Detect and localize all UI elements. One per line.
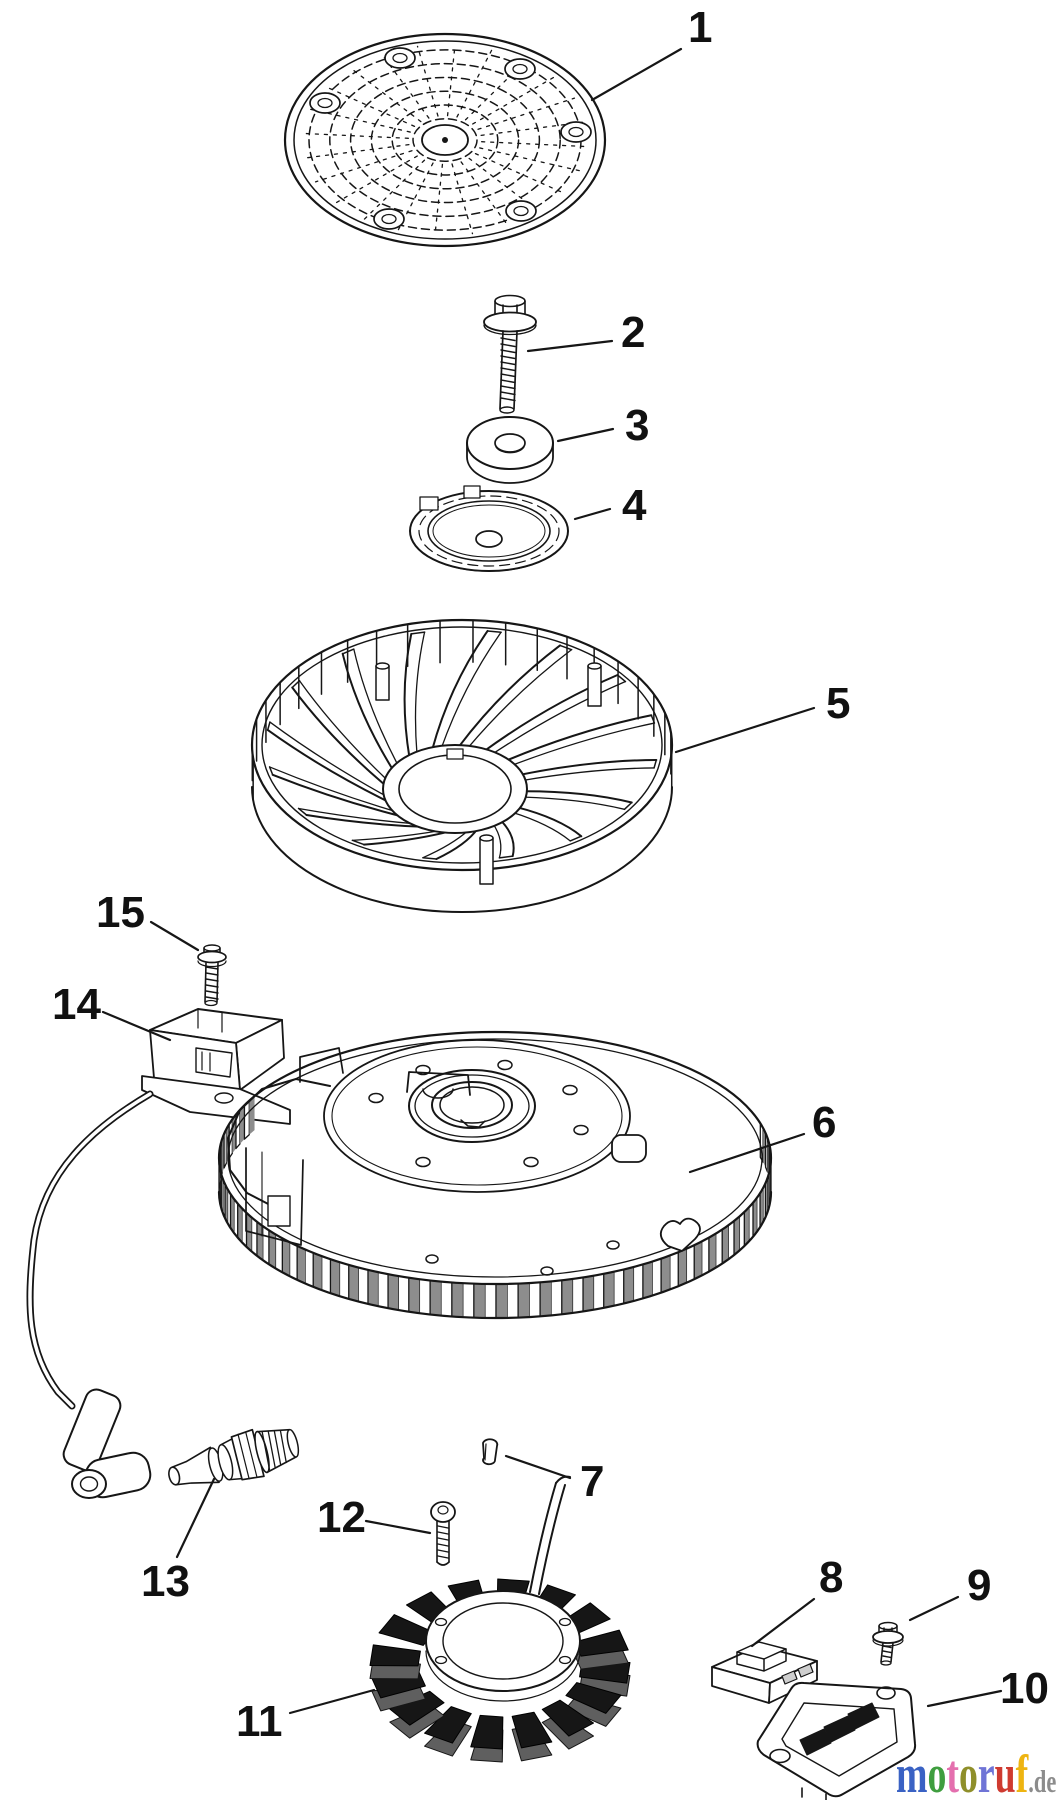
- callout-6-label: 6: [812, 1098, 836, 1147]
- part-8-connector: [711, 1641, 818, 1704]
- callout-15-label: 15: [96, 888, 145, 937]
- callout-14-label: 14: [52, 980, 101, 1029]
- callout-9-label: 9: [967, 1561, 991, 1610]
- leader-1: [590, 47, 683, 102]
- leader-4: [573, 507, 612, 521]
- leader-8: [750, 1597, 816, 1648]
- part-1-debris-screen: [283, 32, 607, 248]
- leader-3: [556, 427, 615, 443]
- callout-labels: 1 2 3 4 5 6 7 8 9 10 11 12 13 14 15: [52, 3, 1049, 1746]
- part-2-flange-bolt: [483, 294, 537, 414]
- part-14-ignition-coil: [141, 1008, 291, 1125]
- leader-12: [364, 1519, 432, 1535]
- leader-13: [175, 1477, 216, 1559]
- part-3-washer: [466, 416, 554, 484]
- part-5-cooling-fan: [250, 618, 674, 913]
- callout-8-label: 8: [819, 1553, 843, 1602]
- logo-letter: u: [995, 1744, 1016, 1800]
- logo-letter: o: [959, 1744, 978, 1800]
- part-9-flange-bolt: [872, 1621, 904, 1666]
- thread-hatching: [205, 337, 892, 1659]
- leader-11: [288, 1688, 376, 1715]
- leader-5: [674, 706, 816, 754]
- part-11-stator: [369, 1578, 631, 1763]
- leader-7: [504, 1454, 572, 1480]
- part-13-spark-plug: [168, 1428, 300, 1486]
- leader-9: [908, 1595, 960, 1622]
- callout-11-label: 11: [236, 1697, 283, 1746]
- logo-letter: t: [946, 1744, 959, 1800]
- callout-5-label: 5: [826, 679, 850, 728]
- callout-leader-lines: [101, 47, 1003, 1715]
- logo-letter: f: [1016, 1744, 1029, 1800]
- callout-13-label: 13: [141, 1557, 190, 1606]
- part-6-flywheel: [217, 1030, 773, 1320]
- leader-6: [688, 1132, 806, 1174]
- leader-2: [526, 339, 614, 353]
- logo-tld: .de: [1028, 1763, 1056, 1799]
- logo-letter: r: [978, 1744, 995, 1800]
- leader-10: [926, 1689, 1003, 1708]
- spark-plug-wire: [26, 1090, 154, 1410]
- callout-7-label: 7: [580, 1457, 604, 1506]
- part-15-screw: [197, 944, 227, 1007]
- part-10-rectifier-regulator: [756, 1681, 917, 1800]
- leader-14: [101, 1010, 172, 1042]
- logo-letter: m: [896, 1744, 928, 1800]
- spark-plug-boot: [62, 1388, 152, 1499]
- leader-15: [149, 920, 200, 952]
- stator-lead-wires: [529, 1475, 571, 1595]
- logo-letter: o: [927, 1744, 946, 1800]
- callout-2-label: 2: [621, 308, 645, 357]
- part-7-flywheel-key: [482, 1438, 499, 1466]
- motoruf-logo[interactable]: motoruf.de: [896, 1744, 1056, 1800]
- callout-12-label: 12: [317, 1493, 366, 1542]
- callout-3-label: 3: [625, 401, 649, 450]
- part-4-cup-washer: [409, 485, 569, 572]
- callout-4-label: 4: [622, 481, 647, 530]
- callout-1-label: 1: [688, 3, 712, 52]
- part-12-screw: [430, 1501, 456, 1566]
- callout-10-label: 10: [1000, 1664, 1049, 1713]
